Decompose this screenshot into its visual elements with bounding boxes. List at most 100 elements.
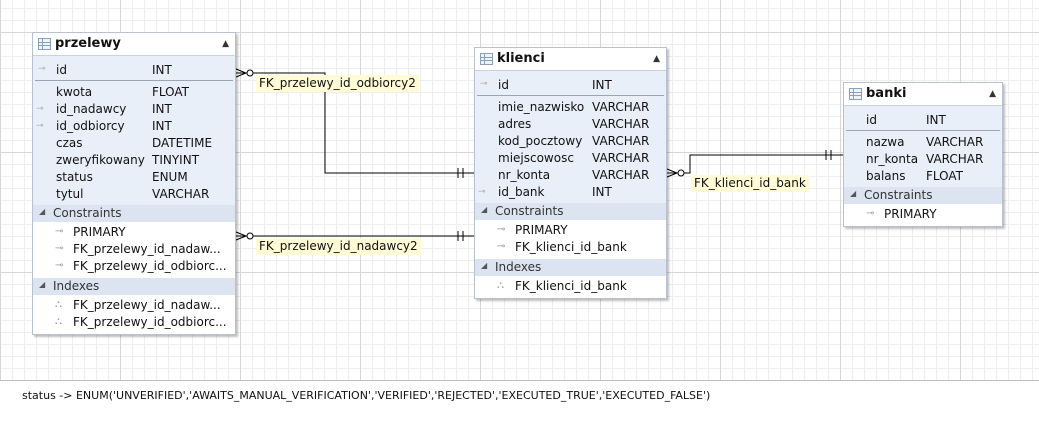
column-row[interactable]: kod_pocztowy VARCHAR <box>475 133 666 150</box>
section-label: Indexes <box>495 260 542 274</box>
column-name: imie_nazwisko <box>498 100 585 114</box>
key-icon: ⊸ <box>497 241 506 252</box>
constraint-item[interactable]: ⊸ FK_klienci_id_bank <box>475 239 666 256</box>
column-row[interactable]: nr_konta VARCHAR <box>475 167 666 184</box>
column-row[interactable]: zweryfikowany TINYINT <box>33 152 235 169</box>
table-title: klienci <box>497 51 545 66</box>
fk-label-odbiorcy[interactable]: FK_przelewy_id_odbiorcy2 <box>256 75 419 92</box>
fk-label-nadawcy[interactable]: FK_przelewy_id_nadawcy2 <box>256 238 421 255</box>
expand-triangle-icon[interactable]: ◢ <box>481 261 488 270</box>
column-row[interactable]: nr_konta VARCHAR <box>844 151 1002 168</box>
indexes-section-header[interactable]: ◢ Indexes <box>33 278 235 295</box>
table-icon <box>38 38 51 50</box>
constraints-section-header[interactable]: ◢ Constraints <box>844 187 1002 204</box>
index-item[interactable]: ⛬ FK_przelewy_id_odbiorc... <box>33 314 235 331</box>
column-name: miejscowosc <box>498 151 574 165</box>
column-name: nr_konta <box>866 152 919 166</box>
index-tree-icon: ⛬ <box>55 316 62 327</box>
index-item[interactable]: ⛬ FK_przelewy_id_nadaw... <box>33 297 235 314</box>
connector-fk-odbiorcy[interactable] <box>235 68 474 178</box>
column-name: status <box>56 170 93 184</box>
column-name: id <box>498 78 509 92</box>
column-row[interactable]: kwota FLOAT <box>33 84 235 101</box>
constraints-section-header[interactable]: ◢ Constraints <box>33 205 235 222</box>
constraint-name: FK_przelewy_id_nadaw... <box>73 242 221 256</box>
column-type: VARCHAR <box>592 100 650 114</box>
key-icon: ⊸ <box>497 224 506 235</box>
column-row[interactable]: adres VARCHAR <box>475 116 666 133</box>
column-row[interactable]: czas DATETIME <box>33 135 235 152</box>
column-name: id_odbiorcy <box>56 119 125 133</box>
column-name: adres <box>498 117 532 131</box>
column-name: id <box>56 63 67 77</box>
column-name: czas <box>56 136 83 150</box>
collapse-up-icon[interactable]: ▲ <box>222 39 229 49</box>
relation-connectors <box>235 68 843 241</box>
column-row[interactable]: balans FLOAT <box>844 168 1002 185</box>
table-banki[interactable]: banki ▲ id INT nazwa VARCHAR nr_konta VA… <box>843 82 1003 227</box>
expand-triangle-icon[interactable]: ◢ <box>39 207 46 216</box>
diagram-canvas[interactable]: FK_przelewy_id_odbiorcy2 FK_przelewy_id_… <box>0 0 1039 381</box>
column-name: nr_konta <box>498 168 551 182</box>
table-title: banki <box>866 86 907 101</box>
constraint-item[interactable]: ⊸ PRIMARY <box>475 222 666 239</box>
connector-fk-bank[interactable] <box>666 150 843 178</box>
column-row-pk[interactable]: id INT <box>846 110 1000 131</box>
table-header[interactable]: banki ▲ <box>844 83 1002 106</box>
constraint-item[interactable]: ⊸ PRIMARY <box>844 206 1002 223</box>
constraint-name: PRIMARY <box>515 223 568 237</box>
index-item[interactable]: ⛬ FK_klienci_id_bank <box>475 278 666 295</box>
column-type: TINYINT <box>152 153 200 167</box>
column-row-pk[interactable]: ⊸ id INT <box>477 75 664 96</box>
column-type: DATETIME <box>152 136 213 150</box>
table-title: przelewy <box>55 36 121 51</box>
key-icon: ⊸ <box>55 226 64 237</box>
column-name: id_nadawcy <box>56 102 127 116</box>
column-type: FLOAT <box>926 169 964 183</box>
column-name: kwota <box>56 85 93 99</box>
collapse-up-icon[interactable]: ▲ <box>989 89 996 99</box>
section-label: Constraints <box>495 204 564 218</box>
column-name: kod_pocztowy <box>498 134 583 148</box>
table-header[interactable]: klienci ▲ <box>475 48 666 71</box>
column-type: INT <box>152 119 172 133</box>
connector-fk-nadawcy[interactable] <box>235 231 474 241</box>
fk-label-bank[interactable]: FK_klienci_id_bank <box>691 175 809 192</box>
constraint-item[interactable]: ⊸ FK_przelewy_id_odbiorc... <box>33 258 235 275</box>
column-type: VARCHAR <box>592 117 650 131</box>
column-type: INT <box>152 102 172 116</box>
column-row[interactable]: ⊸ id_odbiorcy INT <box>33 118 235 135</box>
constraint-item[interactable]: ⊸ PRIMARY <box>33 224 235 241</box>
column-row[interactable]: status ENUM <box>33 169 235 186</box>
column-row[interactable]: ⊸ id_bank INT <box>475 184 666 201</box>
constraint-name: PRIMARY <box>73 225 126 239</box>
expand-triangle-icon[interactable]: ◢ <box>850 189 857 198</box>
column-row[interactable]: miejscowosc VARCHAR <box>475 150 666 167</box>
indexes-section-header[interactable]: ◢ Indexes <box>475 259 666 276</box>
column-row[interactable]: nazwa VARCHAR <box>844 134 1002 151</box>
constraints-section-header[interactable]: ◢ Constraints <box>475 203 666 220</box>
column-row[interactable]: tytul VARCHAR <box>33 186 235 203</box>
constraint-item[interactable]: ⊸ FK_przelewy_id_nadaw... <box>33 241 235 258</box>
index-name: FK_przelewy_id_odbiorc... <box>73 315 227 329</box>
table-przelewy[interactable]: przelewy ▲ ⊸ id INT kwota FLOAT ⊸ id_nad… <box>32 32 236 335</box>
expand-triangle-icon[interactable]: ◢ <box>481 205 488 214</box>
index-tree-icon: ⛬ <box>497 280 504 291</box>
column-row[interactable]: ⊸ id_nadawcy INT <box>33 101 235 118</box>
foreign-key-icon: ⊸ <box>478 187 486 197</box>
expand-triangle-icon[interactable]: ◢ <box>39 280 46 289</box>
column-type: INT <box>592 185 612 199</box>
column-type: FLOAT <box>152 85 190 99</box>
column-type: VARCHAR <box>926 135 984 149</box>
column-row[interactable]: imie_nazwisko VARCHAR <box>475 99 666 116</box>
index-name: FK_przelewy_id_nadaw... <box>73 298 221 312</box>
index-tree-icon: ⛬ <box>55 299 62 310</box>
column-row-pk[interactable]: ⊸ id INT <box>35 60 233 81</box>
table-klienci[interactable]: klienci ▲ ⊸ id INT imie_nazwisko VARCHAR… <box>474 47 667 299</box>
column-type: VARCHAR <box>152 187 210 201</box>
collapse-up-icon[interactable]: ▲ <box>653 54 660 64</box>
column-type: INT <box>592 78 612 92</box>
column-name: id <box>866 113 877 127</box>
table-header[interactable]: przelewy ▲ <box>33 33 235 56</box>
column-type: VARCHAR <box>592 168 650 182</box>
